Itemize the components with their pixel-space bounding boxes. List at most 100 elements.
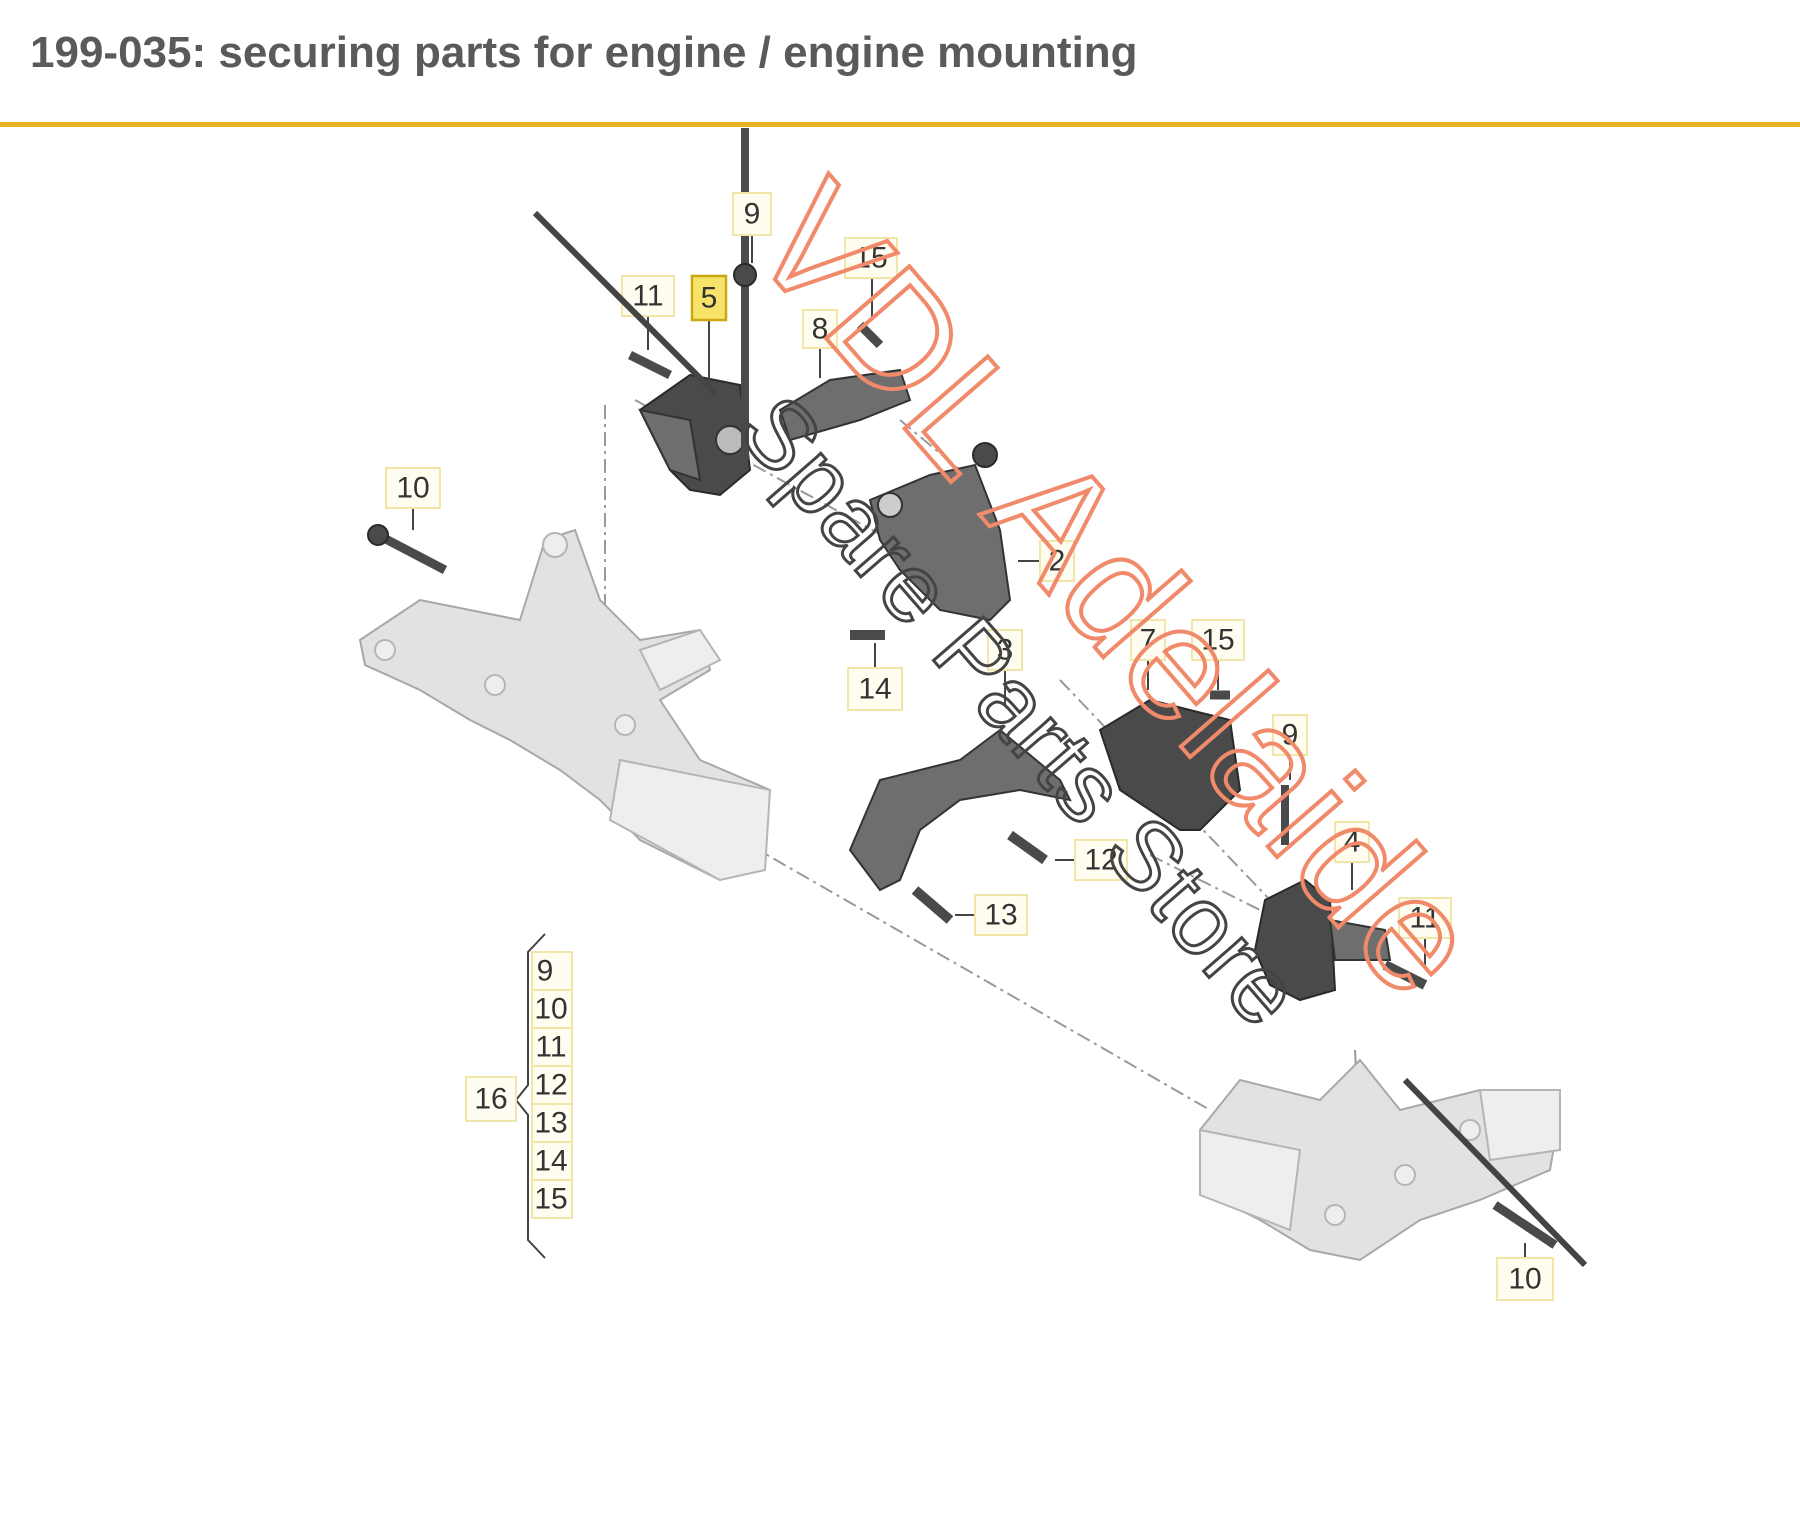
dash-line	[634, 399, 1001, 601]
group-16-label[interactable]: 16	[465, 1076, 517, 1122]
bracket-8	[778, 368, 912, 442]
right-subframe-rail	[1199, 1128, 1302, 1232]
callout-label: 12	[1084, 844, 1117, 877]
callout-label: 10	[396, 472, 429, 505]
dash-line	[1149, 854, 1271, 916]
callout-label: 15	[854, 242, 887, 275]
callout-box	[1496, 1257, 1554, 1301]
watermark-slash	[1402, 1077, 1588, 1268]
exploded-parts-diagram: 9 15 11 5 8 10 2 14	[358, 128, 1588, 1301]
callout-9-mid[interactable]: 9	[1272, 714, 1308, 756]
callout-box	[531, 1179, 573, 1219]
callout-box-highlighted	[690, 274, 728, 322]
engine-mount-4	[1253, 878, 1392, 1002]
callouts: 9 15 11 5 8 10 2 14	[385, 192, 1554, 1301]
dash-line	[899, 419, 961, 471]
engine-bracket-2	[868, 442, 1012, 622]
callout-box	[844, 237, 898, 279]
callout-box	[531, 989, 573, 1029]
callout-box	[1130, 619, 1166, 661]
rubber-mount-7	[1098, 698, 1242, 831]
callout-2[interactable]: 2	[1039, 540, 1075, 582]
engine-mount-4-arm	[1328, 918, 1392, 961]
callout-label: 5	[701, 282, 718, 315]
callout-14[interactable]: 14	[847, 667, 903, 711]
gearbox-bracket-3	[848, 728, 1072, 892]
callout-label: 2	[1049, 545, 1066, 578]
callout-label: 7	[1140, 624, 1157, 657]
callout-box	[1334, 821, 1370, 863]
callout-10-right[interactable]: 10	[1496, 1257, 1554, 1301]
callout-box	[1272, 714, 1308, 756]
bolt-9-top-head	[733, 263, 757, 287]
callout-12[interactable]: 12	[1074, 839, 1128, 881]
callout-7[interactable]: 7	[1130, 619, 1166, 661]
page-header: 199-035: securing parts for engine / eng…	[0, 0, 1800, 128]
callout-4[interactable]: 4	[1334, 821, 1370, 863]
callout-label: 11	[632, 280, 663, 313]
callout-box	[1039, 540, 1075, 582]
callout-8-top[interactable]: 8	[802, 309, 838, 349]
right-subframe	[1199, 1058, 1562, 1262]
callout-box	[1074, 839, 1128, 881]
watermark-slash	[532, 210, 718, 396]
engine-mount-4-body	[1253, 878, 1337, 1002]
callout-label: 16	[474, 1083, 507, 1116]
group-item: 13	[534, 1107, 567, 1140]
right-subframe-hole	[1459, 1119, 1481, 1141]
callout-box	[802, 309, 838, 349]
callout-box	[385, 467, 441, 509]
callout-box	[1191, 619, 1245, 661]
callout-label: 13	[984, 899, 1017, 932]
callout-box	[732, 192, 772, 236]
engine-mount-5-face	[638, 408, 702, 482]
callout-box	[847, 667, 903, 711]
group-item: 11	[535, 1031, 566, 1064]
left-subframe-hole	[614, 714, 636, 736]
right-subframe-hole	[1394, 1164, 1416, 1186]
callout-label: 4	[1344, 826, 1361, 859]
bolt-10-left	[375, 531, 448, 574]
callout-13[interactable]: 13	[974, 894, 1028, 936]
group-item: 14	[534, 1145, 567, 1178]
group-16-items: 9 10 11 12 13 14 15	[531, 951, 573, 1219]
left-subframe-pipe	[638, 628, 722, 692]
callout-label: 8	[812, 313, 829, 346]
right-subframe-pipe	[1478, 1089, 1561, 1162]
left-subframe-hole	[374, 639, 396, 661]
engine-bracket-2-hole	[877, 492, 903, 518]
callout-15-mid[interactable]: 15	[1191, 619, 1245, 661]
dash-line	[749, 844, 1211, 1111]
engine-bracket-2-body	[868, 463, 1012, 622]
bolt-12	[1007, 830, 1048, 865]
callout-label: 15	[1201, 624, 1234, 657]
bolt-10-left-head	[367, 524, 389, 546]
group-item: 10	[534, 993, 567, 1026]
callout-label: 10	[1508, 1263, 1541, 1296]
callout-box	[1398, 897, 1452, 939]
group-item: 15	[534, 1183, 567, 1216]
callout-box	[465, 1076, 517, 1122]
callout-10-left[interactable]: 10	[385, 467, 441, 509]
bolt-15-top	[856, 321, 884, 349]
right-subframe-hole	[1324, 1204, 1346, 1226]
callout-9-top[interactable]: 9	[732, 192, 772, 236]
bolt-11-right	[1382, 960, 1428, 990]
callout-3[interactable]: 3	[987, 629, 1023, 671]
callout-15-top[interactable]: 15	[844, 237, 898, 279]
callout-box	[531, 1027, 573, 1067]
callout-label: 3	[997, 634, 1014, 667]
left-subframe	[358, 528, 772, 882]
group-item: 9	[537, 955, 554, 988]
bolt-11-top	[627, 350, 673, 380]
header-rule	[0, 122, 1800, 127]
callout-label: 9	[1282, 719, 1299, 752]
leader-lines	[412, 235, 1526, 1260]
callout-box	[974, 894, 1028, 936]
callout-5[interactable]: 5	[690, 274, 728, 322]
group-item: 12	[534, 1069, 567, 1102]
engine-bracket-2-nut	[972, 442, 998, 468]
dash-line	[1059, 679, 1271, 901]
callout-box	[531, 1103, 573, 1143]
callout-11-right[interactable]: 11	[1398, 897, 1452, 939]
